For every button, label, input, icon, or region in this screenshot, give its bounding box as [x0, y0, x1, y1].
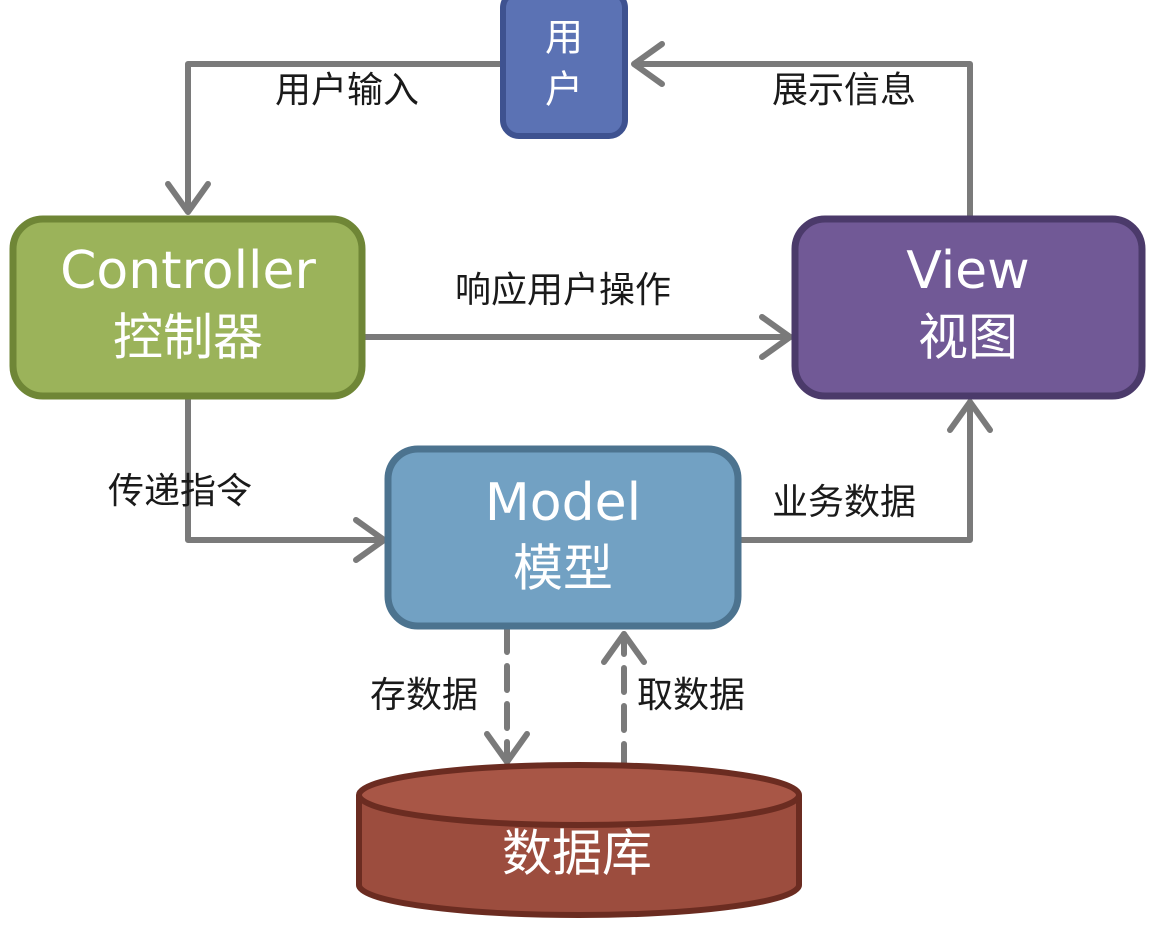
view-node: View 视图: [791, 215, 1146, 400]
user-box: [500, 0, 628, 139]
view-box: [791, 215, 1146, 400]
user-label-line1: 用: [545, 16, 583, 60]
label-show-info: 展示信息: [772, 70, 916, 111]
database-body: [356, 795, 802, 918]
arrowhead-controller-in: [165, 181, 211, 215]
arrowhead-view-in-bottom: [947, 399, 993, 433]
connectors: [165, 41, 993, 771]
edge-controller-to-model: [185, 394, 387, 543]
edge-user-to-controller: [185, 61, 506, 213]
controller-box: [9, 215, 366, 400]
user-label-line2: 户: [545, 68, 583, 112]
user-node: 用 户: [500, 0, 628, 139]
database-label: 数据库: [502, 825, 652, 883]
view-title: View: [906, 241, 1029, 301]
model-subtitle: 模型: [513, 540, 613, 598]
label-fetch-data: 取数据: [637, 675, 745, 716]
view-subtitle: 视图: [918, 309, 1018, 367]
arrowhead-model-in-bottom: [601, 631, 647, 665]
label-pass-command: 传递指令: [108, 471, 252, 512]
label-business-data: 业务数据: [772, 482, 916, 523]
edge-labels: 用户输入 展示信息 响应用户操作 传递指令 业务数据 存数据 取数据: [108, 70, 916, 716]
label-store-data: 存数据: [370, 675, 478, 716]
controller-subtitle: 控制器: [113, 309, 263, 367]
label-user-input: 用户输入: [275, 70, 419, 111]
label-respond-user-action: 响应用户操作: [455, 270, 671, 311]
arrowhead-model-in: [353, 517, 387, 563]
edge-view-to-user: [633, 61, 973, 221]
model-box: [384, 445, 742, 630]
database-node: 数据库: [356, 762, 802, 918]
controller-title: Controller: [60, 241, 316, 301]
edge-model-to-view: [737, 399, 973, 543]
arrowhead-view-in-left: [759, 314, 793, 360]
arrowhead-database-in: [484, 731, 530, 765]
controller-node: Controller 控制器: [9, 215, 366, 400]
database-top: [356, 762, 802, 828]
arrowhead-user-in: [631, 41, 665, 87]
model-title: Model: [485, 473, 641, 533]
model-node: Model 模型: [384, 445, 742, 630]
